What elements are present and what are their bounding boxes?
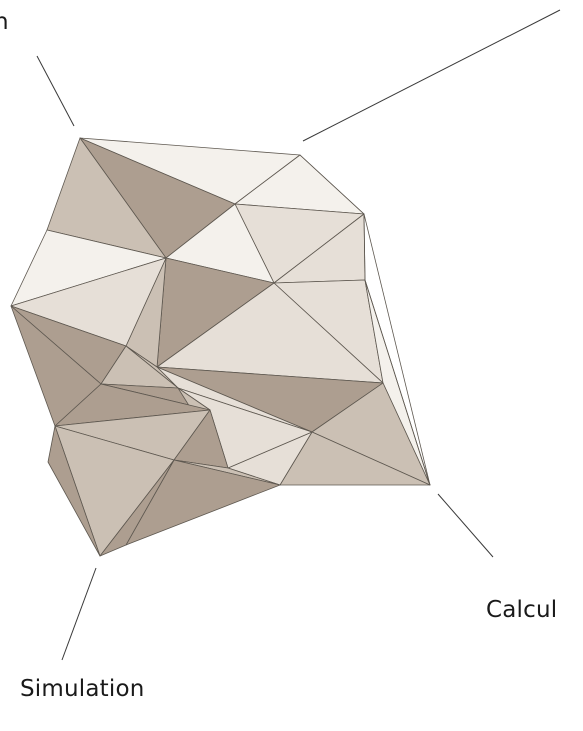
leader-line-calcul — [438, 494, 493, 557]
label-top-left: n — [0, 11, 9, 34]
polyhedron-facets — [11, 138, 430, 556]
leader-line-top-right — [303, 10, 560, 141]
leader-line-simulation — [62, 568, 96, 660]
label-simulation: Simulation — [20, 678, 145, 701]
leader-line-top-left — [37, 56, 74, 126]
label-calcul: Calcul — [486, 599, 557, 622]
